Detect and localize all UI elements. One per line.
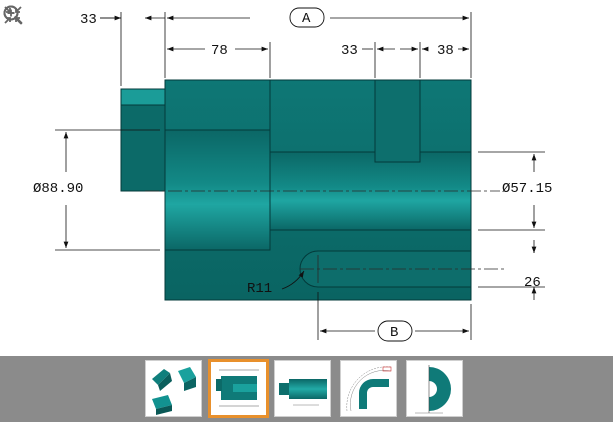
- thumbnail-arc-detail-image: [346, 366, 392, 412]
- thumbnail-strip: [0, 356, 613, 422]
- drawing-viewer[interactable]: 33 A 78 33 38 Ø88.90 Ø57.15 R11 26 B: [0, 0, 613, 356]
- thumbnail-dimensioned-view[interactable]: [208, 359, 269, 418]
- zoom-in-icon[interactable]: [2, 4, 24, 26]
- technical-drawing: 33 A 78 33 38 Ø88.90 Ø57.15 R11 26 B: [33, 7, 552, 342]
- dim-b-bubble: [377, 320, 413, 342]
- thumbnail-shaft-view-image: [279, 379, 327, 406]
- thumbnail-half-section-image: [415, 365, 451, 414]
- dim-slot-radius: R11: [247, 281, 272, 297]
- thumbnail-dimensioned-view-image: [216, 369, 259, 407]
- dim-slot-height: 26: [524, 275, 541, 291]
- dim-slot-offset: 38: [437, 43, 454, 59]
- dim-slot-width: 33: [341, 43, 358, 59]
- dim-slot-length: B: [390, 325, 398, 341]
- dim-bore-diameter: Ø57.15: [502, 181, 552, 197]
- dim-left-offset: 33: [80, 12, 97, 28]
- thumbnail-half-section[interactable]: [406, 360, 463, 417]
- dim-shoulder-length: 78: [211, 43, 228, 59]
- thumbnail-3d-parts-image: [152, 367, 196, 415]
- dim-large-diameter: Ø88.90: [33, 181, 83, 197]
- dim-a-bubble: [289, 7, 325, 28]
- main-body: [145, 79, 505, 301]
- thumbnail-arc-detail[interactable]: [340, 360, 397, 417]
- thumbnail-3d-parts[interactable]: [145, 360, 202, 417]
- thumbnail-shaft-view[interactable]: [274, 360, 331, 417]
- left-stub: [120, 88, 166, 192]
- dim-overall-length: A: [302, 11, 311, 27]
- dimension-lines: [55, 12, 545, 340]
